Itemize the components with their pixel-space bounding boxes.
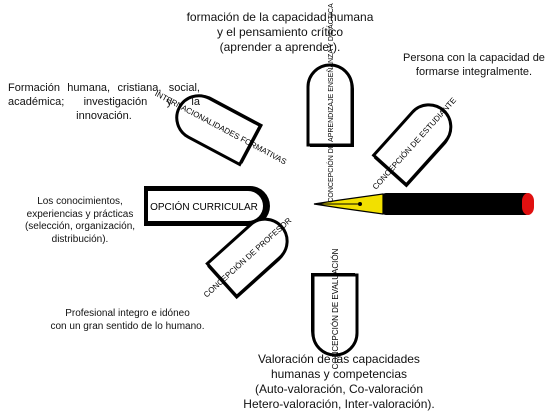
pen-icon: [313, 193, 534, 215]
petal-evaluacion: CONCEPCIÓN DE EVALUACIÓN: [311, 248, 359, 369]
note-bottom: Valoración de las capacidades humanas y …: [243, 352, 435, 411]
center-pill: OPCIÓN CURRICULAR: [144, 186, 270, 226]
pen-body: [382, 193, 530, 215]
note-left: Los conocimientos, experiencias y prácti…: [24, 196, 136, 245]
note-top: formación de la capacidad humana y el pe…: [186, 10, 374, 54]
petal-label-evaluacion: CONCEPCIÓN DE EVALUACIÓN: [331, 248, 340, 369]
petal-ensenanza: CONCEPCIÓN DE APRENDIZAJE ENSEÑANZA Y DI…: [306, 3, 354, 203]
note-top-left: Formación humana, cristiana, social, aca…: [8, 82, 200, 122]
petal-label-ensenanza: CONCEPCIÓN DE APRENDIZAJE ENSEÑANZA Y DI…: [326, 3, 335, 203]
petal-estudiante: CONCEPCIÓN DE ESTUDIANTE: [371, 94, 462, 191]
note-top-right: Persona con la capacidad de formarse int…: [403, 52, 545, 78]
center-pill-face: [148, 191, 263, 221]
pen-cap: [522, 193, 534, 215]
note-bottom-left: Profesional integro e idóneo con un gran…: [50, 308, 205, 332]
center-pill-label: OPCIÓN CURRICULAR: [150, 200, 258, 213]
pen-nib-hole: [358, 202, 362, 206]
